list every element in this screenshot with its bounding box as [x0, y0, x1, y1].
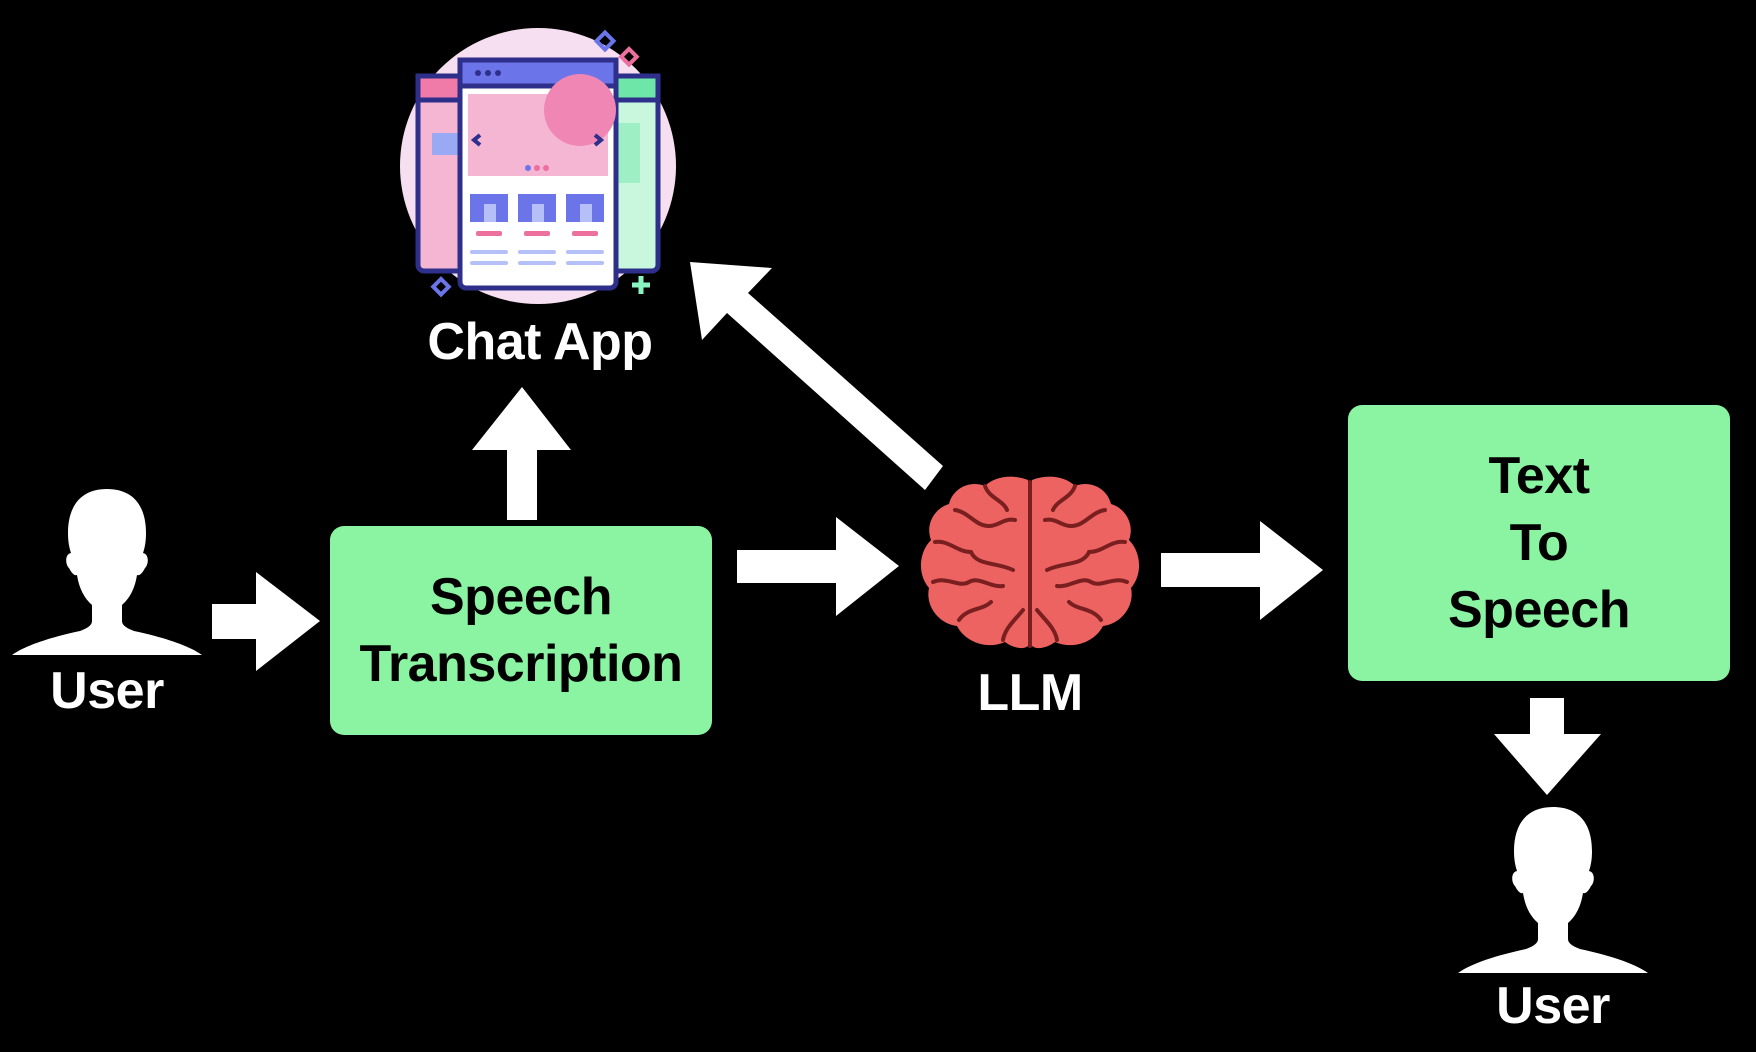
arrow-llm-to-tts: [1161, 521, 1323, 620]
chat-app-windows-icon: [400, 28, 676, 304]
speech-transcription-line-1: Speech: [430, 567, 612, 626]
user-left-node: User: [8, 485, 206, 720]
arrow-transcription-to-chatapp: [472, 387, 571, 520]
brain-icon: [920, 476, 1140, 649]
text-to-speech-line-2: To: [1509, 513, 1569, 572]
speech-transcription-box: Speech Transcription: [330, 526, 712, 735]
user-silhouette-icon: [12, 489, 202, 655]
arrow-transcription-to-llm: [737, 517, 899, 616]
arrow-llm-to-chatapp: [690, 262, 943, 490]
speech-transcription-line-2: Transcription: [359, 634, 683, 693]
llm-label: LLM: [977, 664, 1083, 722]
user-bottom-node: User: [1454, 802, 1652, 1042]
text-to-speech-line-3: Speech: [1448, 580, 1630, 639]
arrow-user-to-transcription: [212, 572, 320, 671]
llm-node: LLM: [915, 470, 1145, 730]
user-silhouette-icon: [1458, 807, 1648, 973]
arrow-tts-to-user: [1494, 698, 1601, 795]
chat-app-node: Chat App: [400, 18, 680, 378]
text-to-speech-box: Text To Speech: [1348, 405, 1730, 681]
chat-app-label: Chat App: [427, 313, 653, 371]
text-to-speech-line-1: Text: [1488, 446, 1590, 505]
user-bottom-label: User: [1496, 977, 1610, 1035]
user-left-label: User: [50, 662, 164, 720]
